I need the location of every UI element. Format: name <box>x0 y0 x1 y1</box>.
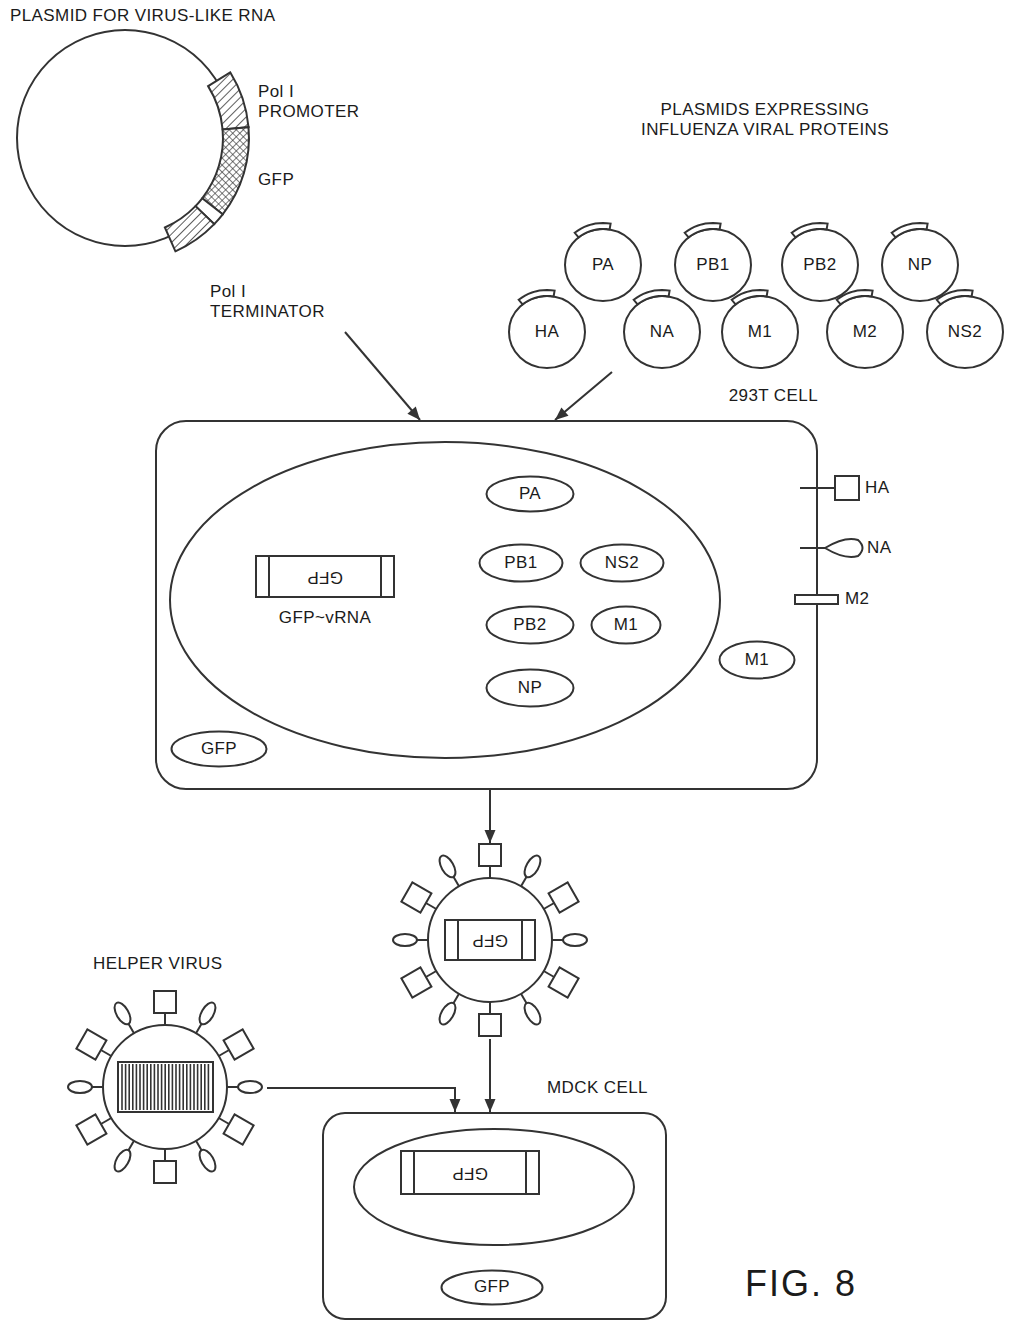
node-text: NA <box>650 322 674 342</box>
node-text: GFP <box>201 739 237 759</box>
node-text: M2 <box>853 322 877 342</box>
protein-oval: NP <box>485 668 575 708</box>
node-text: PA <box>592 255 614 275</box>
arrow-head <box>555 407 569 420</box>
helper-virus: HELPER VIRUS <box>63 990 267 1186</box>
node-text: GFP <box>472 930 508 950</box>
virus-particle: GFP <box>388 843 592 1039</box>
part-label: NA <box>867 538 891 558</box>
node-text: NP <box>908 255 932 275</box>
arrow-head <box>485 1099 496 1112</box>
plasmid-map-outline <box>10 30 400 332</box>
expression-plasmid: NP <box>880 227 960 303</box>
node-text: PB1 <box>504 553 537 573</box>
flow-arrow <box>485 1039 496 1112</box>
node-text: M1 <box>748 322 772 342</box>
cell-293t: 293T CELLGFPGFP~vRNAPAPB1NS2PB2M1NPM1GFP <box>155 420 818 790</box>
plasmid-group: PLASMIDS EXPRESSING INFLUENZA VIRAL PROT… <box>500 100 1006 372</box>
expression-plasmid: M1 <box>720 294 800 370</box>
part-label: GFP <box>258 170 294 190</box>
expression-plasmid: NA <box>622 294 702 370</box>
part-label: Pol I PROMOTER <box>258 82 363 123</box>
protein-oval: PA <box>485 475 575 513</box>
node-text: NS2 <box>948 322 982 342</box>
node-text: NP <box>518 678 542 698</box>
protein-oval: GFP <box>170 730 268 768</box>
expression-plasmid: PB1 <box>673 227 753 303</box>
node-text: MDCK CELL <box>547 1078 648 1098</box>
node-text: HA <box>535 322 559 342</box>
node-text: PA <box>519 484 541 504</box>
expression-plasmid: HA <box>507 294 587 370</box>
plasmid-map: PLASMID FOR VIRUS-LIKE RNA <box>10 30 400 332</box>
expression-plasmid: PB2 <box>780 227 860 303</box>
helper-virus-outline <box>63 990 267 1186</box>
cell-mdck: MDCK CELLGFPGFP <box>322 1112 667 1320</box>
node-text: PB2 <box>513 615 546 635</box>
node-text: 293T CELL <box>729 386 818 406</box>
node-text: PLASMID FOR VIRUS-LIKE RNA <box>10 6 275 26</box>
flow-arrow <box>485 790 496 843</box>
flow-arrow <box>267 1088 461 1112</box>
figure-caption: FIG. 8 <box>745 1262 857 1305</box>
protein-oval: NS2 <box>579 543 665 583</box>
node-text: NS2 <box>605 553 639 573</box>
expression-plasmid: NS2 <box>925 294 1005 370</box>
arrow-head <box>407 407 420 421</box>
node-text: PB2 <box>803 255 836 275</box>
node-text: GFP~vRNA <box>279 608 371 628</box>
protein-oval: M1 <box>718 640 796 680</box>
node-text: M1 <box>745 650 769 670</box>
flow-arrow <box>555 372 612 420</box>
arrow-head <box>485 830 496 843</box>
arrow-line <box>345 332 420 420</box>
vrna-segment: GFP <box>400 1150 540 1195</box>
protein-oval: GFP <box>440 1269 544 1306</box>
node-text: GFP <box>474 1277 510 1297</box>
part-label: Pol I TERMINATOR <box>210 282 335 323</box>
arrow-line <box>555 372 612 420</box>
arrow-head <box>450 1099 461 1112</box>
protein-oval: M1 <box>590 605 662 645</box>
cell-293t-outline <box>155 420 818 790</box>
arrow-line <box>267 1088 455 1112</box>
protein-oval: PB1 <box>478 543 564 583</box>
node-text: PB1 <box>696 255 729 275</box>
node-text: GFP <box>452 1162 488 1182</box>
expression-plasmid: PA <box>563 227 643 303</box>
node-text: GFP <box>307 566 343 586</box>
node-text: PLASMIDS EXPRESSING INFLUENZA VIRAL PROT… <box>615 100 915 141</box>
node-text: M1 <box>614 615 638 635</box>
node-text: HELPER VIRUS <box>93 954 223 974</box>
expression-plasmid: M2 <box>825 294 905 370</box>
vrna-segment: GFPGFP~vRNA <box>255 555 395 598</box>
part-label: HA <box>865 478 889 498</box>
part-label: M2 <box>845 589 869 609</box>
protein-oval: PB2 <box>485 605 575 645</box>
flow-arrow <box>345 332 420 420</box>
